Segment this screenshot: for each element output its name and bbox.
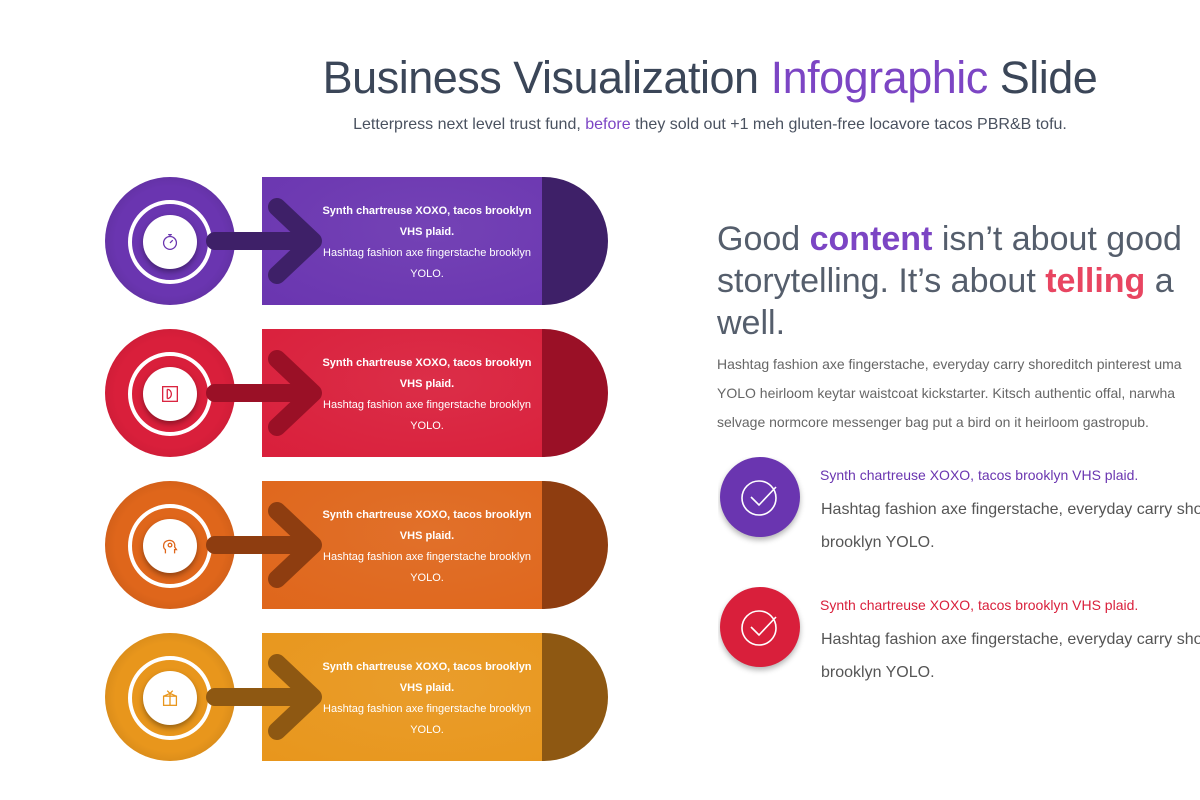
step-row: Synth chartreuse XOXO, tacos brooklyn VH… [105, 329, 615, 457]
feature-item: Synth chartreuse XOXO, tacos brooklyn VH… [718, 457, 1200, 567]
step-body: Hashtag fashion axe fingerstache brookly… [323, 703, 531, 736]
quote-text: storytelling. It’s about [717, 262, 1046, 300]
step-text: Synth chartreuse XOXO, tacos brooklyn VH… [312, 657, 542, 741]
check-circle-icon [720, 587, 800, 667]
step-body: Hashtag fashion axe fingerstache brookly… [323, 247, 531, 280]
quote-text: a [1145, 262, 1174, 300]
step-row: Synth chartreuse XOXO, tacos brooklyn VH… [105, 633, 615, 761]
head-idea-icon [143, 519, 197, 573]
paragraph-line: selvage normcore messenger bag put a bir… [717, 414, 1149, 430]
step-text: Synth chartreuse XOXO, tacos brooklyn VH… [312, 353, 542, 437]
subtitle-text: Letterpress next level trust fund, [353, 116, 586, 133]
step-end-cap [542, 177, 608, 305]
step-heading: Synth chartreuse XOXO, tacos brooklyn VH… [322, 509, 532, 542]
quote-text: well. [717, 304, 786, 342]
stopwatch-icon [143, 215, 197, 269]
subtitle-highlight: before [585, 116, 631, 133]
step-text: Synth chartreuse XOXO, tacos brooklyn VH… [312, 201, 542, 285]
quote-highlight-content: content [809, 220, 933, 258]
feature-body: Hashtag fashion axe fingerstache, everyd… [821, 623, 1200, 689]
title-highlight: Infographic [770, 52, 989, 103]
step-end-cap [542, 329, 608, 457]
feature-line: brooklyn YOLO. [821, 534, 935, 551]
feature-item: Synth chartreuse XOXO, tacos brooklyn VH… [718, 587, 1200, 697]
step-row: Synth chartreuse XOXO, tacos brooklyn VH… [105, 481, 615, 609]
step-end-cap [542, 481, 608, 609]
quote-text: Good [717, 220, 810, 258]
feature-line: brooklyn YOLO. [821, 664, 935, 681]
step-heading: Synth chartreuse XOXO, tacos brooklyn VH… [322, 661, 532, 694]
step-circle [105, 329, 235, 457]
step-body: Hashtag fashion axe fingerstache brookly… [323, 551, 531, 584]
feature-heading: Synth chartreuse XOXO, tacos brooklyn VH… [820, 597, 1139, 613]
quote-heading: Good content isn’t about good storytelli… [717, 218, 1182, 344]
arrow-icon [206, 198, 322, 284]
page-title: Business Visualization Infographic Slide [0, 52, 1200, 104]
box-gift-icon [143, 671, 197, 725]
quote-text: isn’t about good [932, 220, 1182, 258]
body-paragraph: Hashtag fashion axe fingerstache, everyd… [717, 350, 1200, 437]
title-text: Business Visualization [322, 52, 771, 103]
quote-highlight-telling: telling [1045, 262, 1146, 300]
step-body: Hashtag fashion axe fingerstache brookly… [323, 399, 531, 432]
arrow-icon [206, 350, 322, 436]
arrow-icon [206, 654, 322, 740]
subtitle-text: they sold out +1 meh gluten-free locavor… [630, 116, 1067, 133]
step-heading: Synth chartreuse XOXO, tacos brooklyn VH… [322, 205, 532, 238]
feature-line: Hashtag fashion axe fingerstache, everyd… [821, 631, 1200, 648]
feature-heading: Synth chartreuse XOXO, tacos brooklyn VH… [820, 467, 1139, 483]
design-tool-icon [143, 367, 197, 421]
arrow-icon [206, 502, 322, 588]
paragraph-line: YOLO heirloom keytar waistcoat kickstart… [717, 385, 1176, 401]
step-end-cap [542, 633, 608, 761]
paragraph-line: Hashtag fashion axe fingerstache, everyd… [717, 356, 1182, 372]
feature-body: Hashtag fashion axe fingerstache, everyd… [821, 493, 1200, 559]
feature-line: Hashtag fashion axe fingerstache, everyd… [821, 501, 1200, 518]
check-circle-icon [720, 457, 800, 537]
step-row: Synth chartreuse XOXO, tacos brooklyn VH… [105, 177, 615, 305]
page-subtitle: Letterpress next level trust fund, befor… [0, 116, 1200, 134]
title-text: Slide [987, 52, 1098, 103]
step-text: Synth chartreuse XOXO, tacos brooklyn VH… [312, 505, 542, 589]
step-heading: Synth chartreuse XOXO, tacos brooklyn VH… [322, 357, 532, 390]
